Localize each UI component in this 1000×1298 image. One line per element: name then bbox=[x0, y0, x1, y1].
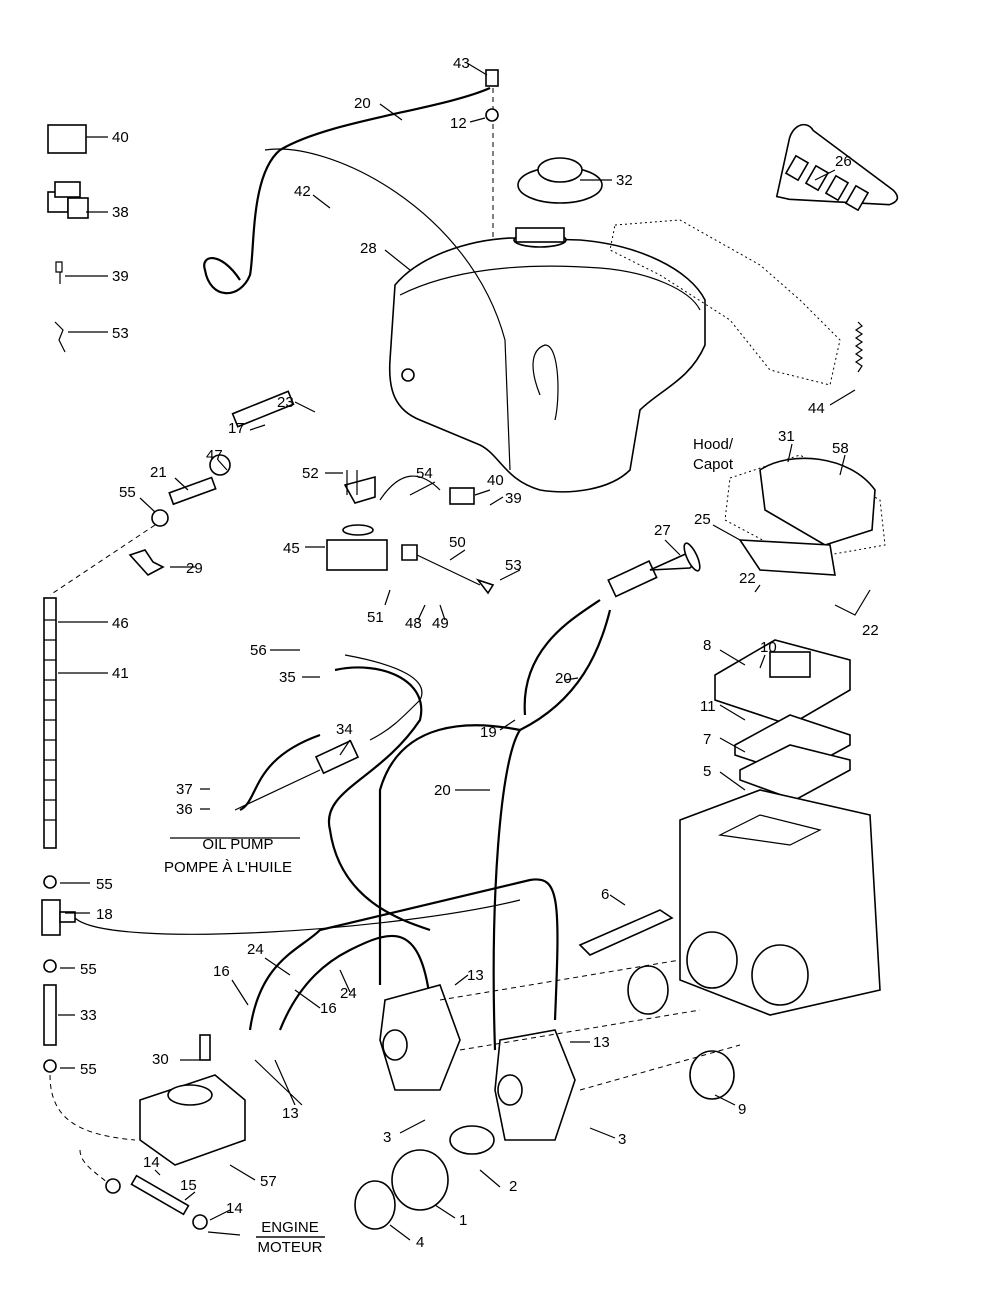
callout: 52 bbox=[302, 465, 319, 482]
callout: 40 bbox=[487, 472, 504, 489]
callout: 40 bbox=[112, 129, 129, 146]
callout: 55 bbox=[119, 484, 136, 501]
callout: 13 bbox=[593, 1034, 610, 1051]
callout: 49 bbox=[432, 615, 449, 632]
callout: 16 bbox=[213, 963, 230, 980]
callout: 31 bbox=[778, 428, 795, 445]
callout: 55 bbox=[96, 876, 113, 893]
callout: 24 bbox=[340, 985, 357, 1002]
callout: 20 bbox=[555, 670, 572, 687]
callout: 28 bbox=[360, 240, 377, 257]
engine-label: ENGINE bbox=[261, 1219, 319, 1236]
fuel-line-left bbox=[41, 390, 521, 1186]
callout: 41 bbox=[112, 665, 129, 682]
callout: 26 bbox=[835, 153, 852, 170]
callout: 14 bbox=[226, 1200, 243, 1217]
callout: 1 bbox=[459, 1212, 467, 1229]
callout: 13 bbox=[467, 967, 484, 984]
callout: 47 bbox=[206, 447, 223, 464]
callout: 23 bbox=[277, 394, 294, 411]
callout: 14 bbox=[143, 1154, 160, 1171]
callout: 22 bbox=[862, 622, 879, 639]
callout: 54 bbox=[416, 465, 433, 482]
callout: 15 bbox=[180, 1177, 197, 1194]
leader-lines bbox=[58, 62, 871, 1241]
spring bbox=[854, 321, 864, 373]
callout: 8 bbox=[703, 637, 711, 654]
hoses bbox=[239, 599, 612, 1051]
callout: 32 bbox=[616, 172, 633, 189]
callout: 53 bbox=[505, 557, 522, 574]
callout: 29 bbox=[186, 560, 203, 577]
callout: 42 bbox=[294, 183, 311, 200]
gasket bbox=[775, 123, 899, 212]
fuel-pump bbox=[105, 1034, 246, 1236]
callout: 44 bbox=[808, 400, 825, 417]
pompe-label: POMPE À L'HUILE bbox=[164, 859, 292, 876]
callout: 51 bbox=[367, 609, 384, 626]
callout: 16 bbox=[320, 1000, 337, 1017]
callout: 38 bbox=[112, 204, 129, 221]
connectors-left bbox=[47, 124, 89, 353]
hood-label: Hood/ bbox=[693, 436, 734, 453]
oil-pump-cable bbox=[234, 654, 423, 811]
callout: 11 bbox=[700, 698, 716, 715]
callout: 6 bbox=[601, 886, 609, 903]
callout: 22 bbox=[739, 570, 756, 587]
callout: 2 bbox=[509, 1178, 517, 1195]
callout: 58 bbox=[832, 440, 849, 457]
tank-bracket bbox=[609, 219, 841, 386]
callout: 27 bbox=[654, 522, 671, 539]
vent-hose bbox=[203, 86, 491, 295]
callout: 55 bbox=[80, 1061, 97, 1078]
capot-label: Capot bbox=[693, 456, 734, 473]
callout: 56 bbox=[250, 642, 267, 659]
callout: 33 bbox=[80, 1007, 97, 1024]
callout: 57 bbox=[260, 1173, 277, 1190]
callout: 10 bbox=[760, 639, 777, 656]
callout: 19 bbox=[480, 724, 497, 741]
callout: 7 bbox=[703, 731, 711, 748]
fuel-tank bbox=[388, 227, 706, 493]
callout: 46 bbox=[112, 615, 129, 632]
callout: 55 bbox=[80, 961, 97, 978]
callout: 53 bbox=[112, 325, 129, 342]
callout: 39 bbox=[112, 268, 129, 285]
callout: 25 bbox=[694, 511, 711, 528]
callout: 37 bbox=[176, 781, 193, 798]
callout: 43 bbox=[453, 55, 470, 72]
callout: 39 bbox=[505, 490, 522, 507]
callout: 5 bbox=[703, 763, 711, 780]
callout: 4 bbox=[416, 1234, 424, 1251]
callout: 34 bbox=[336, 721, 353, 738]
callout: 9 bbox=[738, 1101, 746, 1118]
callout: 12 bbox=[450, 115, 467, 132]
callout: 21 bbox=[150, 464, 167, 481]
fuel-cap bbox=[517, 157, 603, 204]
callout: 3 bbox=[618, 1131, 626, 1148]
callout: 50 bbox=[449, 534, 466, 551]
callout: 24 bbox=[247, 941, 264, 958]
carburetors bbox=[354, 959, 741, 1230]
callout: 35 bbox=[279, 669, 296, 686]
callout: 36 bbox=[176, 801, 193, 818]
callout: 20 bbox=[434, 782, 451, 799]
primer bbox=[607, 542, 701, 598]
fuel-valve bbox=[326, 470, 495, 595]
callout: 3 bbox=[383, 1129, 391, 1146]
callout: 20 bbox=[354, 95, 371, 112]
callout: 17 bbox=[228, 420, 245, 437]
hood-assembly bbox=[724, 454, 886, 576]
callout: 18 bbox=[96, 906, 113, 923]
callout: 13 bbox=[282, 1105, 299, 1122]
callout: 30 bbox=[152, 1051, 169, 1068]
airbox bbox=[578, 789, 881, 1100]
callout: 45 bbox=[283, 540, 300, 557]
callout: 48 bbox=[405, 615, 422, 632]
oil-pump-label: OIL PUMP bbox=[202, 836, 273, 853]
callout-labels: 43 20 12 40 32 26 42 38 28 39 53 23 44 1… bbox=[80, 55, 879, 1251]
air-filters bbox=[714, 639, 851, 801]
moteur-label: MOTEUR bbox=[258, 1239, 323, 1256]
